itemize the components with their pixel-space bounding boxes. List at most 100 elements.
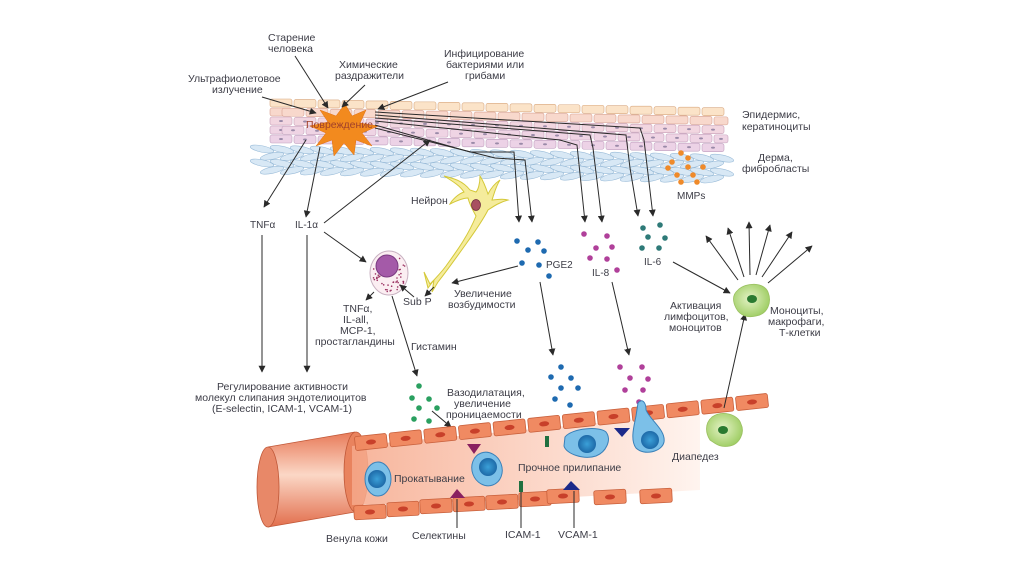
keratinocyte [701, 107, 725, 116]
keratinocyte [521, 112, 545, 122]
histamine-label: Гистамин [411, 341, 457, 353]
fibroblast [319, 167, 345, 176]
damage-arrows [263, 111, 656, 224]
selectin-bottom-icon [450, 489, 465, 498]
mast-cell-icon [369, 250, 409, 296]
endothelial-cell [518, 490, 552, 508]
keratinocyte [317, 99, 341, 109]
endothelial-cell [452, 495, 486, 513]
keratinocyte [713, 116, 729, 126]
lymphocyte-up-arrow [723, 313, 748, 409]
vasodilation-label-3: проницаемости [446, 409, 522, 421]
endothelial-cell [419, 497, 453, 515]
lymphocyte-activated-icon [733, 283, 770, 318]
tnf-label: TNFα [250, 220, 275, 231]
icam-bottom-icon [519, 481, 523, 492]
fibroblast [299, 166, 325, 176]
endothelial-cell [639, 487, 673, 505]
mmps-dots [665, 150, 706, 185]
activation-label-1: Активация [670, 300, 721, 312]
il1-to-mast-arrow [323, 231, 367, 263]
il1-label: IL-1α [295, 220, 318, 231]
keratinocyte [509, 103, 533, 113]
endothelial-cell [546, 487, 580, 505]
keratinocyte [677, 106, 701, 116]
infection-label-1: Инфицирование [444, 48, 524, 60]
diapedesis-label: Диапедез [672, 451, 719, 463]
immune-cells-label-2: макрофаги, [768, 316, 824, 328]
venule-vessel [256, 412, 700, 528]
keratinocyte [593, 114, 617, 123]
histamine-dots [409, 383, 443, 435]
mast-products-arrow [365, 291, 375, 301]
aging-label-2: человека [268, 43, 313, 55]
fibroblast [249, 144, 275, 154]
chemical-label-2: раздражители [335, 70, 404, 82]
keratinocyte [389, 101, 413, 110]
keratinocyte [281, 107, 305, 117]
keratinocyte [665, 115, 689, 125]
neuron-label: Нейрон [411, 195, 448, 207]
radiating-arrows [705, 221, 813, 284]
leukocyte-adhering-icon [563, 428, 609, 458]
il6-to-lymphocyte-arrow [672, 261, 731, 294]
icam-label: ICAM-1 [505, 529, 541, 541]
leukocyte-diapedesis-icon [632, 400, 665, 453]
epidermis-label-1: Эпидермис, [742, 109, 800, 121]
mast-products-label-2: IL-all, [343, 314, 369, 326]
fibroblast [419, 169, 445, 178]
endothelial-cell [458, 422, 492, 440]
keratinocyte [449, 111, 473, 120]
activation-label-2: лимфоцитов, [664, 311, 729, 323]
selectins-label: Селектины [412, 530, 466, 542]
vasodilation-arrow [431, 410, 452, 428]
immune-cells-label-3: Т-клетки [779, 327, 821, 339]
endothelial-cell [492, 418, 527, 437]
neuron-icon [423, 174, 510, 293]
uv-label-1: Ультрафиолетовое [188, 73, 281, 85]
dermis-label-2: фибробласты [742, 163, 809, 175]
fibroblast [599, 172, 625, 182]
il8-down-arrow [611, 281, 631, 356]
fibroblast [459, 169, 485, 179]
immune-cells-label-1: Моноциты, [770, 305, 824, 317]
fibroblast [249, 158, 275, 168]
keratinocyte [581, 104, 605, 114]
keratinocyte [689, 116, 713, 125]
fibroblast [539, 171, 565, 181]
endothelial-cell [423, 425, 458, 444]
fibroblast [399, 168, 425, 178]
keratinocyte [413, 101, 437, 111]
endothelial-cell [596, 407, 631, 426]
il8-label: IL-8 [592, 268, 610, 279]
il8-dots-vessel [617, 364, 651, 405]
subp-to-mast-arrow [399, 284, 415, 298]
keratinocyte [485, 103, 509, 112]
fibroblast [559, 171, 585, 181]
fibroblast [359, 167, 385, 177]
vasodilation-label-1: Вазодилатация, [447, 387, 525, 399]
keratinocyte [569, 113, 593, 123]
firm-adhesion-label: Прочное прилипание [518, 462, 621, 474]
il6-label: IL-6 [644, 257, 662, 268]
endothelial-cell [353, 503, 387, 521]
pge2-dots-vessel [548, 364, 581, 421]
mast-products-label-4: простагландины [315, 336, 395, 348]
histamine-arrow [391, 295, 419, 377]
endothelial-cell [561, 411, 596, 430]
pge2-dots [514, 238, 552, 279]
endothelial-cell [700, 396, 735, 415]
regulation-label-1: Регулирование активности [217, 381, 348, 393]
lymphocyte-emerged-icon [706, 413, 743, 447]
neuron-to-subp-arrow [424, 286, 435, 297]
keratinocyte [557, 104, 581, 114]
keratinocyte [617, 114, 641, 124]
subp-label: Sub P [403, 296, 432, 308]
pge2-label: PGE2 [546, 260, 573, 271]
selectin-top-icon [467, 444, 481, 454]
keratinocyte [533, 103, 557, 113]
keratinocyte [605, 105, 629, 115]
dermis-label-1: Дерма, [758, 152, 793, 164]
keratinocyte [461, 102, 485, 112]
